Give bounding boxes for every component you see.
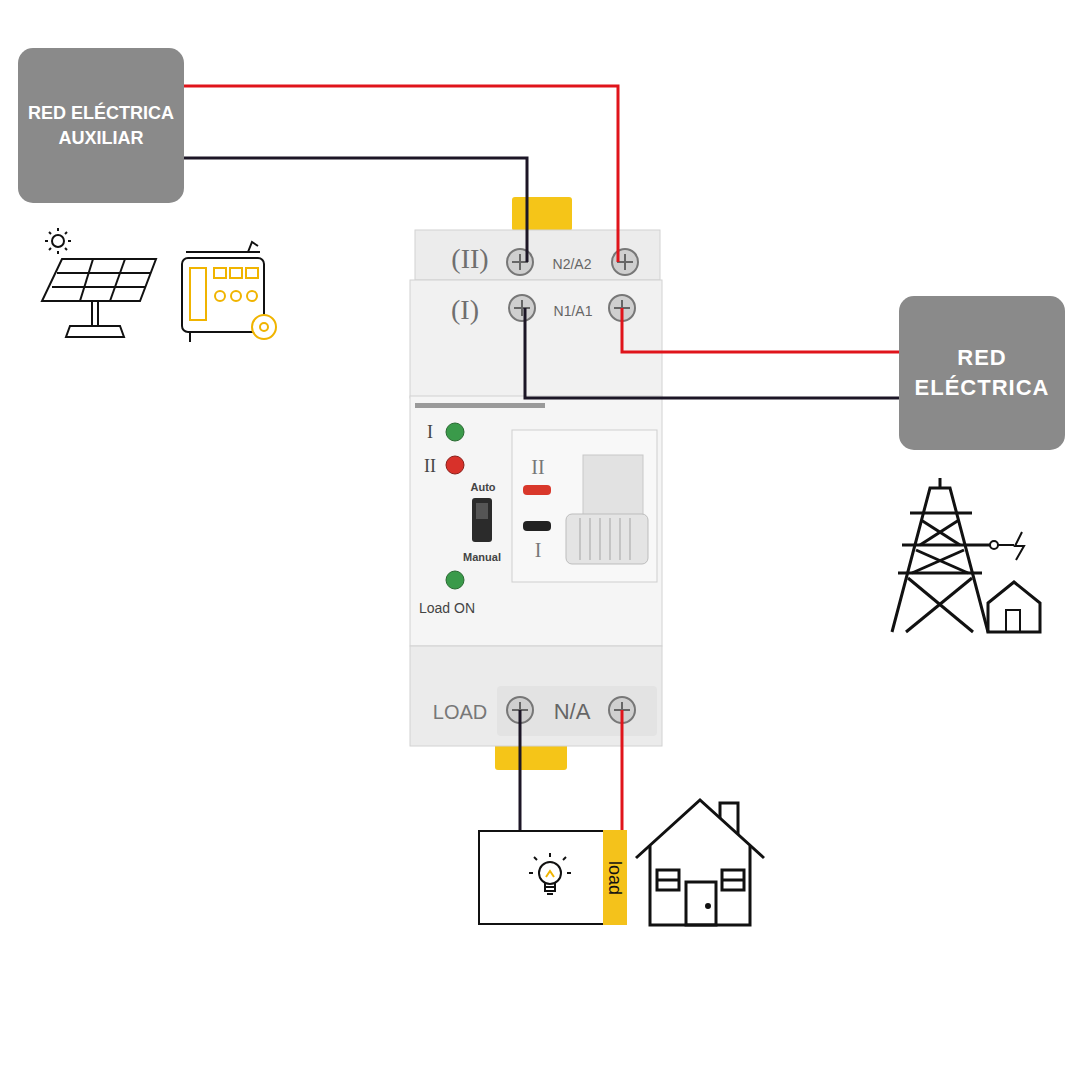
led-label: I — [427, 423, 433, 441]
wire — [519, 710, 522, 830]
position-label: I — [535, 540, 542, 560]
led-label: II — [424, 457, 436, 475]
grid-source-box: RED ELÉCTRICA — [899, 296, 1065, 450]
position-mark — [523, 521, 551, 531]
wire — [621, 710, 624, 830]
generator-icon — [182, 242, 276, 342]
wire-pair — [525, 308, 899, 398]
aux-source-box: RED ELÉCTRICA AUXILIAR — [18, 48, 184, 203]
transfer-switch: (II)N2/A2(I)N1/A1IIIIIAutoIManualLoad ON… — [410, 228, 662, 745]
terminal-label: N/A — [554, 701, 591, 723]
load-box: load — [478, 830, 627, 925]
power-tower-icon — [892, 478, 1040, 632]
switch-window — [512, 430, 657, 582]
wire-pair — [184, 86, 618, 262]
led-label: Load ON — [419, 601, 475, 615]
load-label: load — [606, 860, 624, 894]
mode-switch — [472, 498, 492, 542]
wire — [622, 308, 899, 352]
led — [446, 456, 464, 474]
screw-terminals — [507, 249, 638, 723]
wire — [184, 86, 618, 262]
source-label: RED ELÉCTRICA AUXILIAR — [24, 101, 178, 150]
knob-ribs — [580, 518, 630, 560]
bulb-icon — [520, 847, 580, 907]
mode-label: Manual — [463, 552, 501, 563]
switch-knob — [566, 514, 648, 564]
terminal-row — [410, 646, 662, 746]
channel-label: (I) — [451, 296, 479, 324]
led — [446, 423, 464, 441]
terminal-label: N1/A1 — [554, 304, 593, 318]
channel-label: (II) — [451, 245, 488, 273]
load-band: load — [603, 830, 627, 925]
terminal-label: LOAD — [433, 702, 487, 722]
position-label: II — [531, 457, 544, 477]
wire-pair — [520, 710, 622, 830]
terminal-label: N2/A2 — [553, 257, 592, 271]
front-panel — [410, 396, 662, 646]
led — [446, 571, 464, 589]
panel-strip — [415, 403, 545, 408]
terminal-row — [415, 230, 660, 280]
mode-label: Auto — [470, 482, 495, 493]
source-label: RED ELÉCTRICA — [905, 343, 1059, 402]
terminal-row — [410, 280, 662, 398]
mode-switch-lever — [476, 503, 488, 519]
screw-slots — [512, 254, 633, 718]
position-mark — [523, 485, 551, 495]
din-clip — [512, 197, 572, 231]
solar-panel-icon — [42, 228, 156, 337]
house-icon — [636, 800, 764, 925]
wire — [525, 308, 899, 398]
ats-switch-body — [410, 197, 662, 770]
